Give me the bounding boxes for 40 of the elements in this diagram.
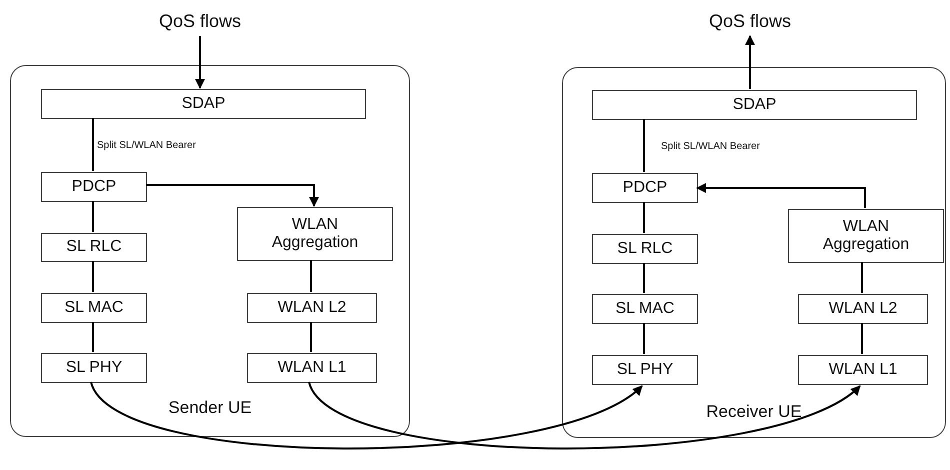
layer-box: SL RLC	[592, 234, 698, 264]
layer-box: WLAN L1	[798, 355, 928, 385]
connector-line	[861, 262, 863, 293]
connector-line	[92, 322, 94, 352]
layer-box: PDCP	[592, 173, 698, 203]
connector-line	[310, 260, 312, 292]
layer-box: WLAN L1	[247, 353, 377, 383]
edge-label: Split SL/WLAN Bearer	[96, 140, 197, 151]
device-label: Receiver UE	[705, 402, 803, 422]
connector-line	[92, 201, 94, 232]
device-label: Sender UE	[167, 398, 253, 418]
layer-box: SDAP	[41, 89, 366, 119]
connector-line	[643, 202, 645, 233]
layer-box: WLAN L2	[247, 293, 377, 323]
connector-line	[310, 322, 312, 352]
connector-line	[643, 119, 645, 172]
layer-box: WLAN Aggregation	[237, 207, 393, 261]
layer-box: SDAP	[592, 90, 917, 120]
layer-box: WLAN L2	[798, 294, 928, 324]
device-container	[10, 65, 410, 437]
connector-line	[92, 118, 94, 171]
layer-box: SL PHY	[592, 355, 698, 385]
layer-box: PDCP	[41, 172, 147, 202]
arrow	[745, 35, 755, 89]
layer-box: WLAN Aggregation	[788, 209, 944, 263]
layer-box: SL PHY	[41, 353, 147, 383]
flow-label: QoS flows	[140, 6, 260, 36]
arrow	[146, 184, 319, 207]
layer-box: SL MAC	[41, 293, 147, 323]
connector-line	[92, 261, 94, 292]
connector-line	[643, 263, 645, 293]
layer-box: SL RLC	[41, 233, 147, 262]
layer-box: SL MAC	[592, 294, 698, 324]
arrow	[195, 36, 205, 89]
arrow	[696, 183, 866, 208]
connector-line	[861, 323, 863, 354]
flow-label: QoS flows	[690, 6, 810, 36]
connector-line	[643, 323, 645, 354]
device-container	[562, 67, 946, 438]
edge-label: Split SL/WLAN Bearer	[660, 141, 761, 152]
